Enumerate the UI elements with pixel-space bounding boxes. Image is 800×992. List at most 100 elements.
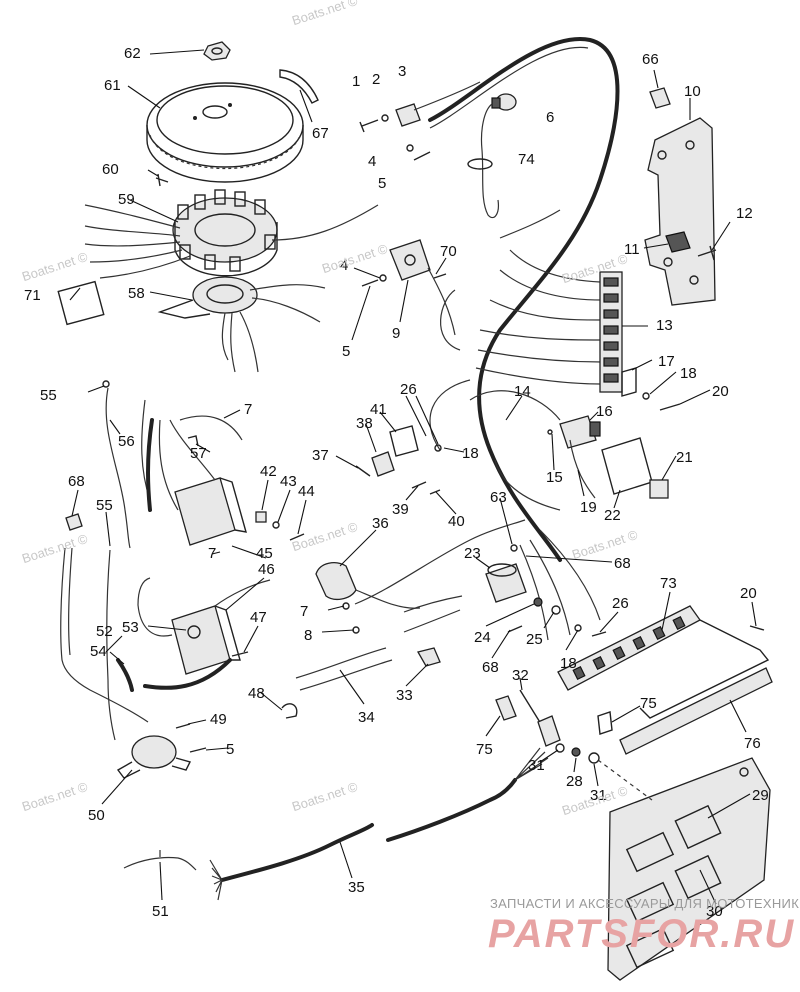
callout-12: 12 <box>736 205 753 222</box>
brand-subtitle: ЗАПЧАСТИ И АКСЕССУАРЫ ДЛЯ МОТОТЕХНИКИ <box>490 896 800 911</box>
screw-63 <box>510 544 518 552</box>
callout-7: 7 <box>244 401 252 418</box>
callout-67: 67 <box>312 125 329 142</box>
callout-4b: 4 <box>340 257 348 274</box>
callout-63: 63 <box>490 489 507 506</box>
callout-24: 24 <box>474 629 491 646</box>
wire-52c <box>106 549 116 741</box>
wire-34 <box>295 647 387 679</box>
callout-54: 54 <box>90 643 107 660</box>
callout-10: 10 <box>684 83 701 100</box>
wire-7 <box>354 519 526 605</box>
wire-52b <box>68 547 73 656</box>
screw-15 <box>547 429 553 435</box>
callout-17: 17 <box>658 353 675 370</box>
cap-38 <box>371 451 395 477</box>
plate-41 <box>389 425 419 457</box>
callout-9: 9 <box>392 325 400 342</box>
terminal-block-13 <box>599 271 623 393</box>
callout-31b: 31 <box>590 787 607 804</box>
callout-8: 8 <box>304 627 312 644</box>
switch-3 <box>395 81 481 127</box>
dashed-line <box>597 759 653 801</box>
callout-49: 49 <box>210 711 227 728</box>
callout-56: 56 <box>118 433 135 450</box>
washer-31b <box>588 752 600 764</box>
stator <box>84 189 379 279</box>
callout-numbers: 1 2 3 4 5 6 74 62 61 67 66 10 60 59 12 1… <box>24 45 769 920</box>
callout-76: 76 <box>744 735 761 752</box>
wire-center <box>403 609 461 633</box>
clip-48 <box>281 703 298 719</box>
callout-68b: 68 <box>614 555 631 572</box>
callout-50: 50 <box>88 807 105 824</box>
callout-45: 45 <box>256 545 273 562</box>
callout-44: 44 <box>298 483 315 500</box>
callout-26: 26 <box>400 381 417 398</box>
callout-18c: 18 <box>560 655 577 672</box>
power-pack-45 <box>141 399 247 546</box>
screw-12 <box>697 245 717 261</box>
callout-25: 25 <box>526 631 543 648</box>
callout-39: 39 <box>392 501 409 518</box>
flywheel-nut <box>203 41 231 61</box>
callout-58: 58 <box>128 285 145 302</box>
callout-16: 16 <box>596 403 613 420</box>
decal-71 <box>57 280 105 326</box>
screw-47 <box>231 651 249 657</box>
washer-31a <box>555 743 565 753</box>
callout-14: 14 <box>514 383 531 400</box>
callout-29: 29 <box>752 787 769 804</box>
screw-40 <box>429 489 441 495</box>
stud-32 <box>519 689 561 747</box>
grommet-21 <box>649 479 669 499</box>
wire-52 <box>60 547 149 723</box>
timer-base <box>157 276 326 373</box>
callout-13: 13 <box>656 317 673 334</box>
regulator-50 <box>116 735 192 779</box>
callout-75: 75 <box>476 741 493 758</box>
washer-28 <box>571 747 581 757</box>
flywheel-key <box>279 69 319 104</box>
callout-11: 11 <box>624 241 640 258</box>
callout-18b: 18 <box>462 445 479 462</box>
callout-40: 40 <box>448 513 465 530</box>
clip-57 <box>187 435 199 447</box>
connector-6 <box>480 93 517 219</box>
washer-43 <box>272 521 280 529</box>
nut-24 <box>533 597 543 607</box>
callout-35: 35 <box>348 879 365 896</box>
bracket-10 <box>644 117 716 306</box>
callout-42: 42 <box>260 463 277 480</box>
callout-71: 71 <box>24 287 41 304</box>
wire-54 <box>116 658 232 692</box>
screw-68b <box>507 625 523 633</box>
callout-59: 59 <box>118 191 135 208</box>
terminal-strip-73 <box>557 605 701 691</box>
solenoid-23 <box>485 563 527 603</box>
flywheel <box>146 82 304 183</box>
washer-4 <box>406 144 414 152</box>
plate-76 <box>619 667 773 755</box>
callout-51: 51 <box>152 903 169 920</box>
brand-logo: PARTSFOR.RU <box>488 912 796 956</box>
rectifier-9 <box>389 239 456 336</box>
callout-4: 4 <box>368 153 376 170</box>
callout-5b: 5 <box>342 343 350 360</box>
callout-30: 30 <box>706 903 723 920</box>
wire-34b <box>299 659 393 691</box>
callout-20b: 20 <box>740 585 757 602</box>
callout-7b: 7 <box>208 545 216 562</box>
screw-1 <box>359 119 379 133</box>
clip-74 <box>467 158 493 170</box>
washer-2 <box>381 114 389 122</box>
bracket-17 <box>621 367 637 397</box>
callout-33: 33 <box>396 687 413 704</box>
cable-35 <box>209 747 549 901</box>
callout-47: 47 <box>250 609 267 626</box>
callout-19: 19 <box>580 499 597 516</box>
nut-42 <box>255 511 267 523</box>
callout-57: 57 <box>190 445 207 462</box>
callout-60: 60 <box>102 161 119 178</box>
callout-37: 37 <box>312 447 329 464</box>
